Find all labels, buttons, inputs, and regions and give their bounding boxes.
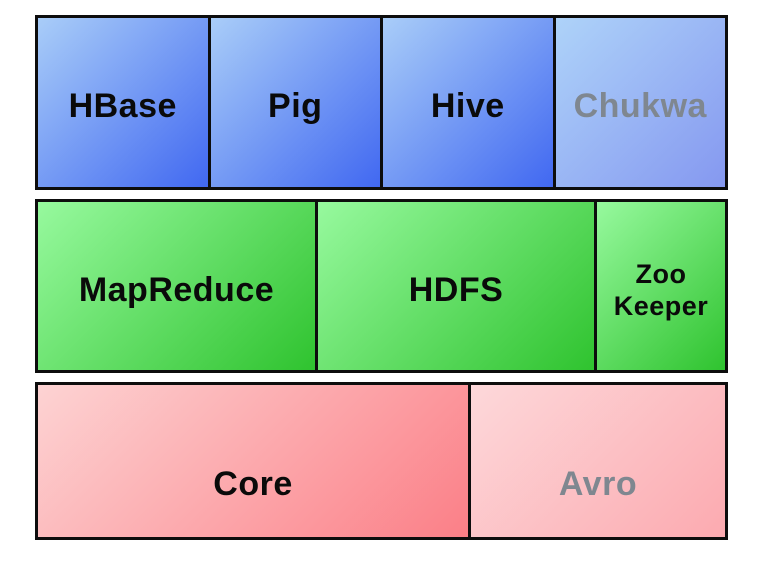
box-pig: Pig — [210, 18, 380, 187]
box-hdfs: HDFS — [318, 202, 594, 370]
box-chukwa: Chukwa — [555, 18, 725, 187]
box-avro: Avro — [471, 385, 725, 537]
box-hbase: HBase — [38, 18, 208, 187]
box-pig-label: Pig — [268, 87, 323, 126]
box-core-label: Core — [213, 464, 293, 503]
diagram-row-middle: MapReduce HDFS Zoo Keeper — [35, 199, 728, 373]
diagram-row-bottom: Core Avro — [35, 382, 728, 540]
box-mapreduce: MapReduce — [38, 202, 315, 370]
box-chukwa-label: Chukwa — [573, 87, 707, 126]
box-hive-label: Hive — [430, 87, 505, 126]
box-zookeeper: Zoo Keeper — [597, 202, 725, 370]
box-hbase-label: HBase — [68, 87, 177, 126]
box-hdfs-label: HDFS — [408, 270, 504, 309]
box-core: Core — [38, 385, 468, 537]
box-mapreduce-label: MapReduce — [78, 270, 275, 309]
diagram-row-top: HBase Pig Hive Chukwa — [35, 15, 728, 190]
box-zookeeper-label: Zoo Keeper — [613, 258, 709, 321]
box-avro-label: Avro — [558, 464, 638, 503]
box-hive: Hive — [383, 18, 553, 187]
